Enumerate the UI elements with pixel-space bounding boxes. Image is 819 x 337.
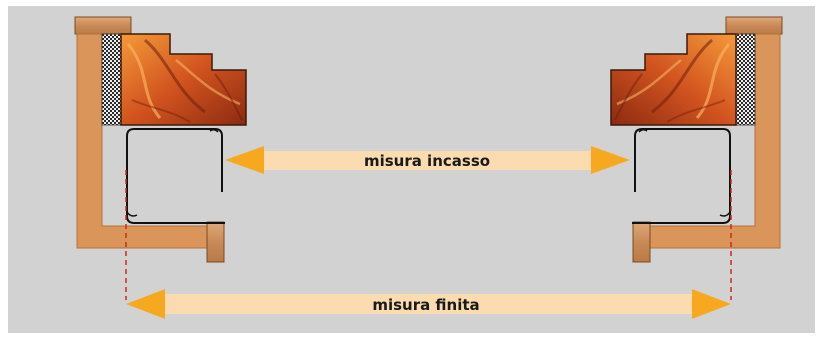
inner-measure-label: misura incasso [364, 152, 490, 170]
inner-measure-arrow: misura incasso [225, 146, 630, 174]
finished-measure-label: misura finita [372, 296, 479, 314]
finished-measure-arrow: misura finita [126, 289, 731, 319]
